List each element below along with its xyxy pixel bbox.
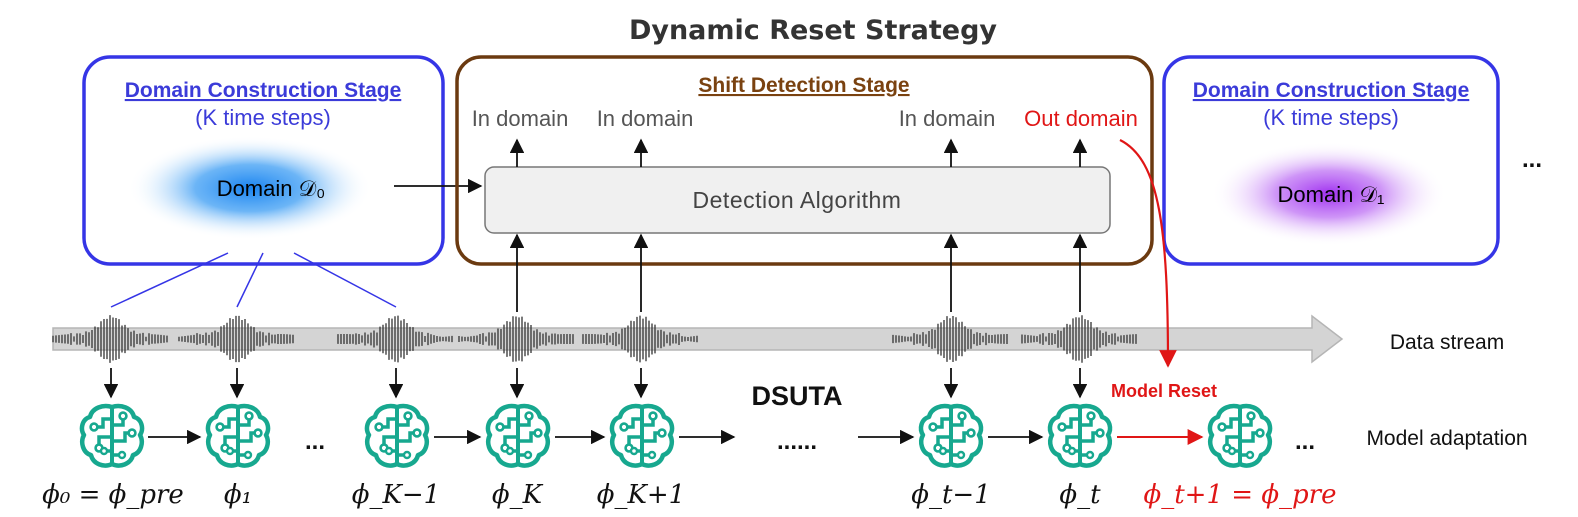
model-label-phi-t: ϕ_t (1059, 480, 1101, 510)
output-in-domain-1: In domain (472, 106, 569, 131)
detection-algorithm-label: Detection Algorithm (693, 187, 902, 213)
left-stage-subtitle: (K time steps) (195, 105, 331, 130)
output-in-domain-2: In domain (597, 106, 694, 131)
diagram-title: Dynamic Reset Strategy (629, 15, 997, 46)
continuation-ellipsis-top: ... (1522, 146, 1542, 173)
shift-stage-heading: Shift Detection Stage (698, 74, 909, 97)
right-stage-heading: Domain Construction Stage (1193, 79, 1470, 102)
model-reset-curve (1119, 139, 1177, 368)
waveform-bursts (52, 315, 1137, 363)
models-gap-ellipsis: ... (305, 428, 325, 455)
model-phi-t-icon (1050, 406, 1110, 466)
output-in-domain-3: In domain (899, 106, 996, 131)
shift-detection-stage-box (455, 55, 1154, 266)
model-phi-k-icon (488, 406, 548, 466)
method-name: DSUTA (752, 381, 843, 411)
model-label-phi-0: ϕ₀ = ϕ_pre (42, 480, 184, 510)
models-end-ellipsis: ... (1295, 428, 1315, 455)
models-middle-ellipsis: ...... (777, 428, 817, 455)
stream-to-detector-arrows (509, 233, 1088, 312)
model-reset-label: Model Reset (1111, 381, 1217, 401)
model-label-phi-1: ϕ₁ (224, 480, 252, 510)
detection-algorithm-box (484, 166, 1111, 234)
model-phi-t1-icon (1210, 406, 1270, 466)
domain-0-label: Domain 𝒟₀ (217, 176, 326, 201)
audio-waveform-icon (52, 315, 1137, 363)
domain-1-cloud (1211, 142, 1447, 246)
model-phi-1-icon (208, 406, 268, 466)
model-label-phi-t1: ϕ_t+1 = ϕ_pre (1144, 480, 1337, 510)
model-phi-k-1-icon (367, 406, 427, 466)
model-label-phi-t-1: ϕ_t−1 (911, 480, 991, 510)
model-phi-t-1-icon (921, 406, 981, 466)
model-adaptation-label: Model adaptation (1366, 427, 1527, 450)
domain-1-label: Domain 𝒟₁ (1278, 182, 1385, 207)
right-domain-stage-box (1162, 55, 1500, 266)
model-label-phi-k: ϕ_K (492, 480, 544, 510)
left-domain-stage-box (82, 55, 445, 266)
detector-output-arrows (509, 138, 1088, 167)
stream-to-model-arrows (103, 368, 1088, 399)
left-stage-heading: Domain Construction Stage (125, 79, 402, 102)
model-phi-k1-icon (612, 406, 672, 466)
domain-0-cloud (128, 136, 372, 240)
model-label-phi-k-1: ϕ_K−1 (352, 480, 440, 510)
right-stage-subtitle: (K time steps) (1263, 105, 1399, 130)
model-phi-0-icon (82, 406, 142, 466)
domain-sample-lines (110, 252, 397, 308)
model-label-phi-k1: ϕ_K+1 (597, 480, 685, 510)
output-out-domain: Out domain (1024, 106, 1138, 131)
model-icons (82, 406, 1270, 466)
data-stream-label: Data stream (1390, 331, 1504, 354)
